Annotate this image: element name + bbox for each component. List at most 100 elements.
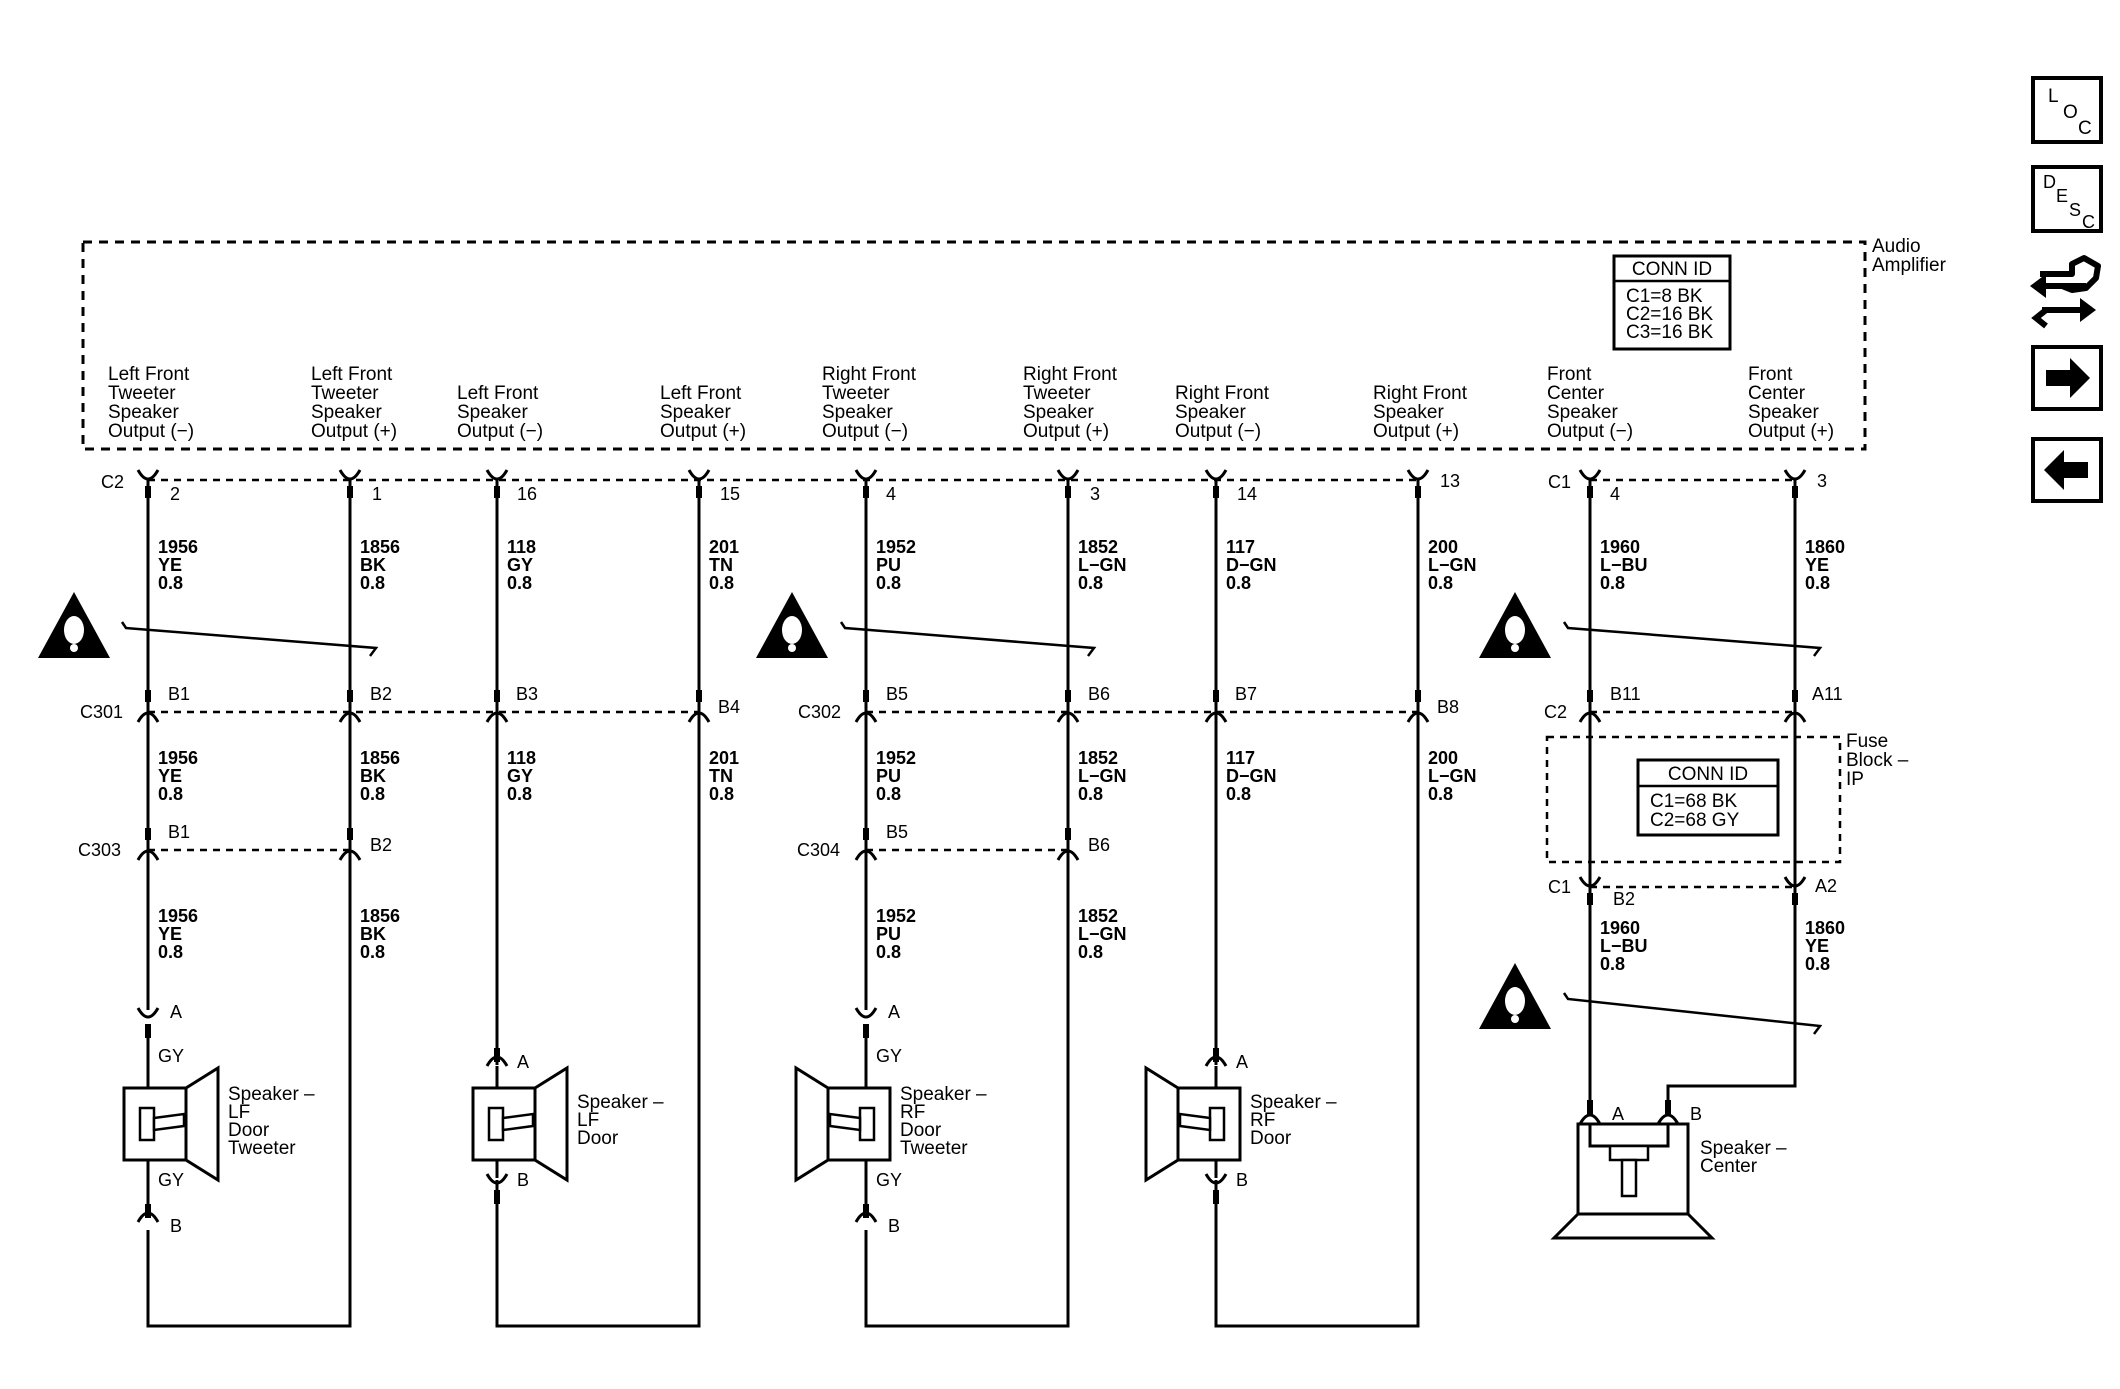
svg-text:E: E: [2056, 186, 2068, 206]
svg-text:117: 117: [1226, 537, 1255, 557]
amplifier-conn-id-row: C3=16 BK: [1626, 322, 1713, 343]
svg-text:Speaker –: Speaker –: [1250, 1092, 1337, 1113]
fuse-block-title: IP: [1846, 769, 1864, 790]
desc-icon[interactable]: D E S C: [2031, 165, 2103, 233]
svg-text:3: 3: [1090, 484, 1100, 504]
svg-text:A: A: [170, 1002, 182, 1022]
output-label: Output (+): [1748, 421, 1834, 442]
svg-text:S: S: [2069, 200, 2081, 220]
svg-text:0.8: 0.8: [876, 573, 901, 593]
svg-text:3: 3: [1817, 471, 1827, 491]
svg-text:D−GN: D−GN: [1226, 555, 1277, 575]
svg-text:Center: Center: [1700, 1156, 1758, 1177]
output-label: Tweeter: [311, 383, 379, 404]
svg-text:YE: YE: [158, 924, 182, 944]
svg-text:PU: PU: [876, 766, 901, 786]
svg-text:4: 4: [886, 484, 896, 504]
svg-text:1956: 1956: [158, 537, 198, 557]
output-label: Right Front: [822, 364, 917, 385]
svg-text:1852: 1852: [1078, 748, 1118, 768]
svg-text:0.8: 0.8: [158, 784, 183, 804]
output-label: Speaker: [108, 402, 179, 423]
svg-text:B6: B6: [1088, 835, 1110, 855]
swap-connector-icon[interactable]: [2030, 255, 2101, 329]
output-label: Left Front: [108, 364, 190, 385]
arrow-left-icon[interactable]: [2031, 437, 2103, 503]
svg-text:RF: RF: [900, 1102, 925, 1123]
output-label: Center: [1748, 383, 1806, 404]
svg-text:1852: 1852: [1078, 906, 1118, 926]
output-label: Output (−): [1547, 421, 1633, 442]
svg-text:L: L: [2048, 86, 2059, 107]
svg-text:L−GN: L−GN: [1428, 555, 1477, 575]
amplifier-output-labels: Left Front Tweeter Speaker Output (−) Le…: [108, 364, 1834, 442]
svg-text:0.8: 0.8: [360, 573, 385, 593]
svg-text:1856: 1856: [360, 906, 400, 926]
svg-text:1: 1: [372, 484, 382, 504]
svg-text:B: B: [1236, 1170, 1248, 1190]
svg-text:1956: 1956: [158, 748, 198, 768]
audio-amplifier-box: [81, 240, 1867, 451]
loc-icon[interactable]: L O C: [2031, 76, 2103, 144]
amplifier-conn-id-row: C2=16 BK: [1626, 304, 1713, 325]
svg-text:0.8: 0.8: [1226, 573, 1251, 593]
svg-text:A: A: [1236, 1052, 1248, 1072]
svg-text:0.8: 0.8: [876, 784, 901, 804]
connector-label: C2: [1544, 702, 1567, 722]
svg-text:GY: GY: [876, 1170, 902, 1190]
output-label: Output (−): [1175, 421, 1261, 442]
amp-connector-pins: [136, 469, 1807, 498]
svg-text:Door: Door: [900, 1120, 942, 1141]
svg-text:Door: Door: [1250, 1128, 1292, 1149]
output-label: Output (+): [311, 421, 397, 442]
fuse-block-title: Block –: [1846, 750, 1909, 771]
fuse-block-conn-id: CONN ID C1=68 BK C2=68 GY: [1636, 758, 1780, 837]
svg-text:C: C: [2082, 212, 2095, 232]
output-label: Speaker: [1023, 402, 1094, 423]
svg-text:TN: TN: [709, 555, 733, 575]
fuse-conn-id-row: C2=68 GY: [1650, 810, 1740, 831]
svg-text:0.8: 0.8: [1078, 573, 1103, 593]
svg-text:B7: B7: [1235, 684, 1257, 704]
svg-text:Speaker –: Speaker –: [577, 1092, 664, 1113]
amplifier-conn-id-heading: CONN ID: [1632, 259, 1712, 280]
svg-text:A: A: [888, 1002, 900, 1022]
lower-pin-labels: B1 B2 B5 B6 B2 A2: [168, 822, 1837, 909]
arrow-right-icon[interactable]: [2031, 345, 2103, 411]
svg-text:1952: 1952: [876, 906, 916, 926]
output-label: Left Front: [660, 383, 742, 404]
svg-text:Tweeter: Tweeter: [228, 1138, 296, 1159]
output-label: Tweeter: [822, 383, 890, 404]
svg-text:1856: 1856: [360, 748, 400, 768]
svg-text:B1: B1: [168, 822, 190, 842]
svg-text:LF: LF: [228, 1102, 250, 1123]
svg-text:GY: GY: [158, 1170, 184, 1190]
svg-text:0.8: 0.8: [507, 573, 532, 593]
svg-text:B2: B2: [1613, 889, 1635, 909]
output-label: Front: [1547, 364, 1592, 385]
svg-text:0.8: 0.8: [1428, 784, 1453, 804]
svg-text:YE: YE: [158, 766, 182, 786]
caution-icon: [1479, 963, 1551, 1029]
svg-text:B: B: [1690, 1104, 1702, 1124]
amp-pin-numbers: 2 1 16 15 4 3 14 13 4 3: [170, 471, 1827, 504]
svg-text:0.8: 0.8: [709, 784, 734, 804]
output-label: Output (−): [108, 421, 194, 442]
output-label: Output (+): [1373, 421, 1459, 442]
svg-text:YE: YE: [158, 555, 182, 575]
svg-text:RF: RF: [1250, 1110, 1275, 1131]
output-label: Speaker: [1175, 402, 1246, 423]
speaker-center: A B Speaker – Center: [1550, 1100, 1787, 1240]
svg-text:118: 118: [507, 537, 536, 557]
svg-text:16: 16: [517, 484, 537, 504]
output-label: Right Front: [1175, 383, 1270, 404]
lower-connector-pins: [136, 828, 1807, 905]
connector-label: C302: [798, 702, 841, 722]
svg-text:A2: A2: [1815, 876, 1837, 896]
svg-text:0.8: 0.8: [1428, 573, 1453, 593]
svg-text:0.8: 0.8: [709, 573, 734, 593]
svg-text:A: A: [1612, 1104, 1624, 1124]
svg-text:L−GN: L−GN: [1078, 555, 1127, 575]
output-label: Left Front: [457, 383, 539, 404]
